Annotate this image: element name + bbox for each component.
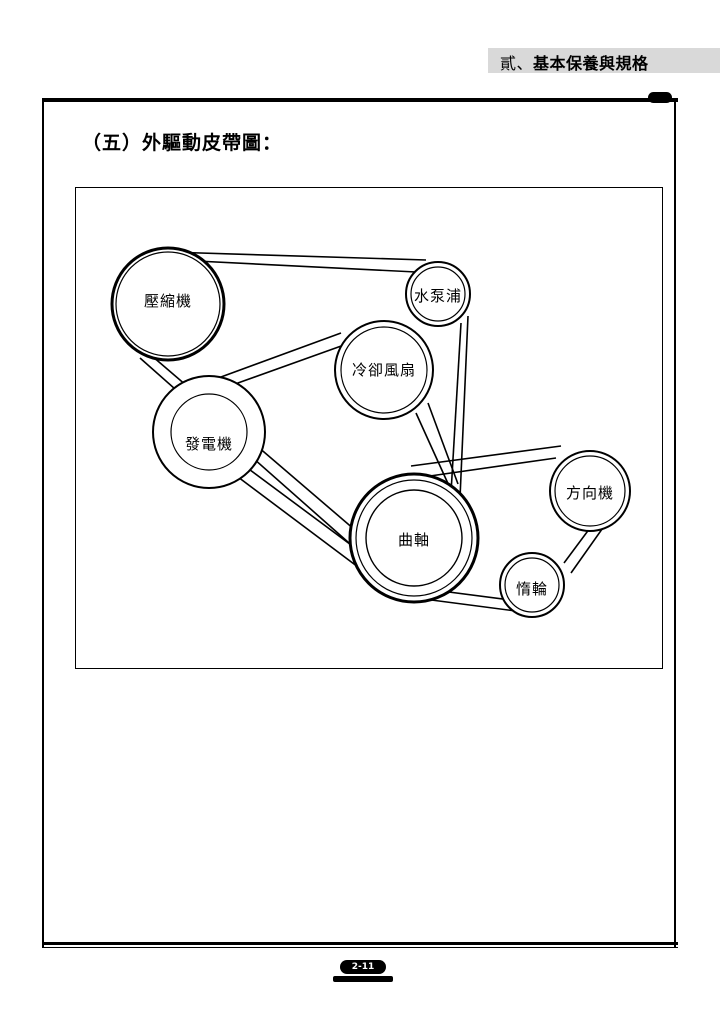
compressor-label: 壓縮機 — [144, 292, 192, 310]
corner-badge — [648, 92, 672, 103]
belt-segment — [175, 259, 417, 273]
belt-diagram: 壓縮機 水泵浦 冷卻風扇 發電機 曲軸 方向機 惰輪 — [75, 187, 663, 669]
bottom-rule-thin — [42, 947, 678, 948]
power-steering-pulley — [549, 450, 631, 532]
chapter-prefix: 貳、 — [500, 54, 534, 73]
page-badge-base — [333, 976, 393, 982]
page-number: 2-11 — [340, 960, 386, 974]
alternator-pulley-inner — [170, 393, 248, 471]
compressor-pulley-inner — [115, 251, 221, 357]
section-title: （五）外驅動皮帶圖： — [82, 132, 283, 154]
water-pump-label: 水泵浦 — [414, 287, 462, 305]
alternator-label: 發電機 — [185, 435, 233, 453]
belt-segment — [410, 445, 562, 467]
power-steering-label: 方向機 — [566, 484, 614, 502]
belt-segment — [450, 322, 462, 494]
cooling-fan-pulley-inner — [340, 326, 428, 414]
cooling-fan-pulley — [334, 320, 434, 420]
crankshaft-pulley-core — [365, 489, 463, 587]
water-pump-pulley — [405, 261, 471, 327]
belt-segment — [225, 467, 367, 574]
idler-pulley-inner — [504, 557, 560, 613]
belts — [139, 251, 625, 614]
pulleys — [110, 246, 631, 618]
chapter-header: 貳、基本保養與規格 — [500, 50, 649, 74]
belt-segment — [427, 402, 459, 485]
cooling-fan-label: 冷卻風扇 — [352, 361, 416, 379]
belt-segment — [415, 457, 557, 479]
page-frame — [42, 100, 676, 948]
bottom-rule — [42, 942, 678, 945]
crankshaft-pulley-inner — [355, 479, 473, 597]
compressor-pulley — [110, 246, 226, 362]
crankshaft-pulley — [348, 472, 480, 604]
belt-segment — [167, 251, 427, 261]
belt-diagram-svg: 壓縮機 水泵浦 冷卻風扇 發電機 曲軸 方向機 惰輪 — [110, 246, 631, 618]
alternator-pulley — [152, 375, 266, 489]
power-steering-pulley-inner — [554, 455, 626, 527]
water-pump-pulley-inner — [410, 266, 466, 322]
crankshaft-label: 曲軸 — [398, 531, 430, 549]
belt-segment — [415, 412, 451, 489]
idler-pulley — [499, 552, 565, 618]
pulley-labels: 壓縮機 水泵浦 冷卻風扇 發電機 曲軸 方向機 惰輪 — [144, 287, 614, 598]
chapter-title: 基本保養與規格 — [533, 54, 649, 73]
top-rule — [42, 98, 678, 102]
belt-segment — [459, 315, 469, 499]
idler-label: 惰輪 — [516, 580, 548, 598]
header-tab — [488, 48, 720, 73]
